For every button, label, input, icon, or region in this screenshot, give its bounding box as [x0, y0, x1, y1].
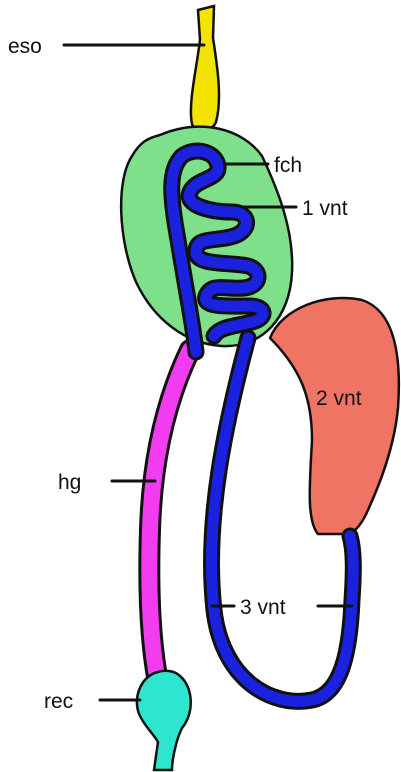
- label-1-vnt: 1 vnt: [302, 197, 348, 220]
- hindgut-tube-fill: [149, 350, 190, 682]
- esophagus-shape: [191, 6, 219, 131]
- label-rec: rec: [44, 690, 73, 713]
- second-ventriculus-shape: [270, 298, 399, 534]
- label-eso: eso: [8, 35, 42, 58]
- label-fch: fch: [274, 154, 302, 177]
- rectum-shape: [137, 671, 191, 770]
- label-hg: hg: [58, 471, 81, 494]
- label-2-vnt: 2 vnt: [316, 387, 362, 410]
- label-3-vnt: 3 vnt: [240, 596, 286, 619]
